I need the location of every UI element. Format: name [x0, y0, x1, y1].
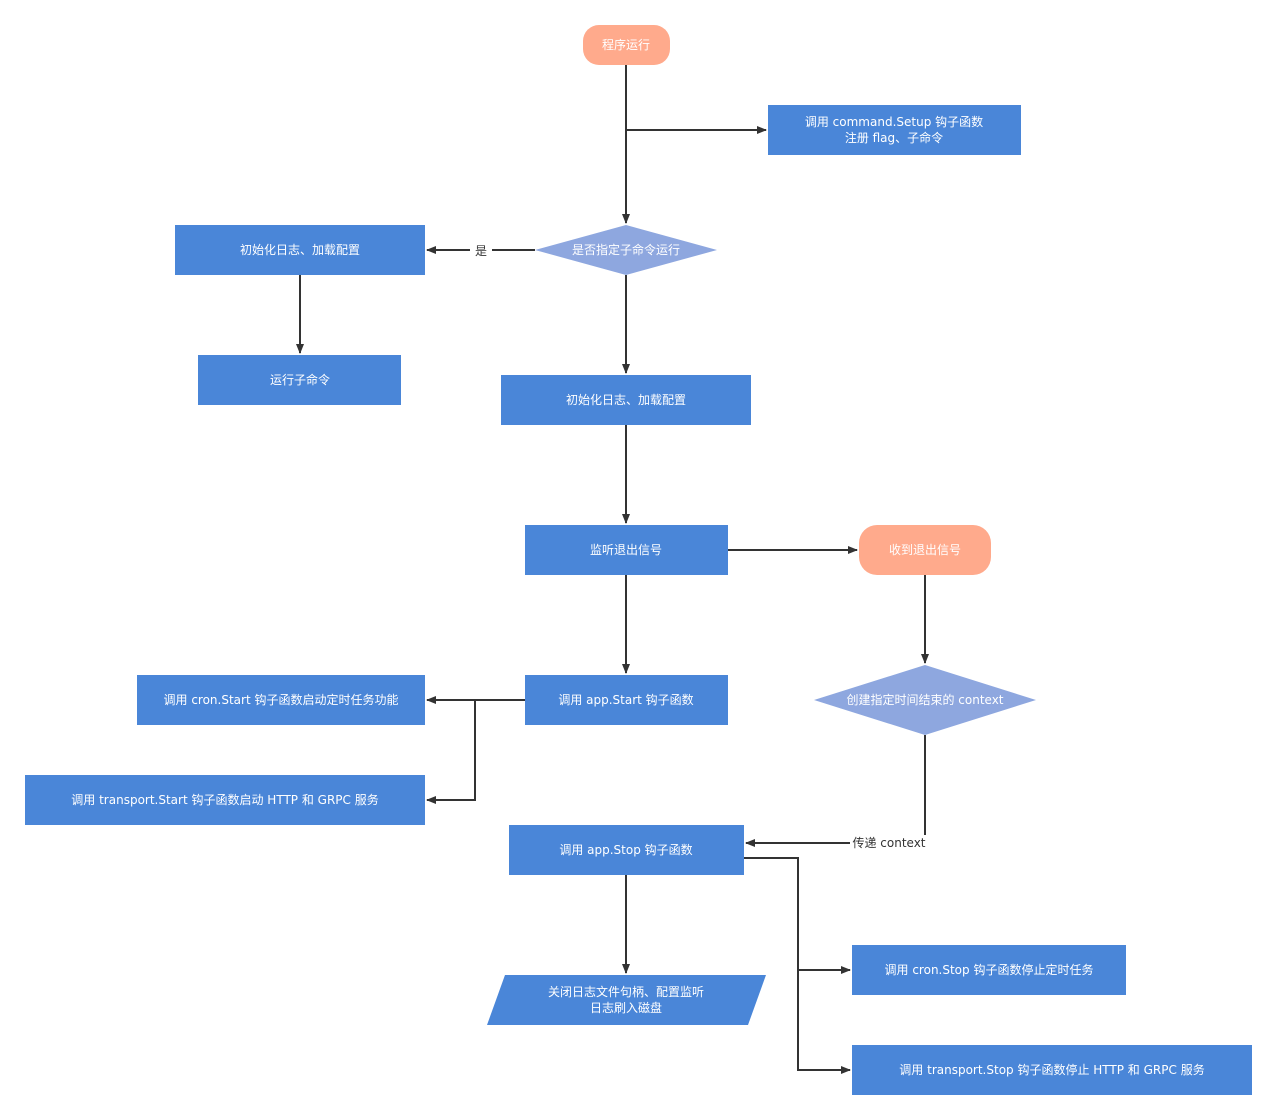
edge-app-stop-to-transport-stop: [797, 970, 851, 1074]
node-decision-subcommand: 是否指定子命令运行: [535, 225, 717, 275]
edge-label-pass-context: 传递 context: [852, 835, 925, 850]
svg-text:日志刷入磁盘: 日志刷入磁盘: [590, 1000, 662, 1015]
edge-context-to-app-stop: [745, 735, 926, 847]
node-received-signal: 收到退出信号: [859, 525, 991, 575]
node-close-logs: 关闭日志文件句柄、配置监听 日志刷入磁盘: [487, 975, 766, 1025]
svg-text:初始化日志、加载配置: 初始化日志、加载配置: [566, 393, 686, 407]
node-transport-stop: 调用 transport.Stop 钩子函数停止 HTTP 和 GRPC 服务: [852, 1045, 1252, 1095]
node-app-stop: 调用 app.Stop 钩子函数: [509, 825, 744, 875]
svg-text:监听退出信号: 监听退出信号: [590, 543, 662, 557]
node-transport-start: 调用 transport.Start 钩子函数启动 HTTP 和 GRPC 服务: [25, 775, 425, 825]
edge-labels: 是 传递 context: [470, 242, 928, 851]
svg-text:调用 command.Setup 钩子函数: 调用 command.Setup 钩子函数: [805, 114, 983, 129]
node-run-subcommand: 运行子命令: [198, 355, 401, 405]
svg-text:程序运行: 程序运行: [602, 37, 650, 52]
node-cron-start: 调用 cron.Start 钩子函数启动定时任务功能: [137, 675, 425, 725]
svg-text:创建指定时间结束的 context: 创建指定时间结束的 context: [846, 692, 1003, 707]
node-start: 程序运行: [583, 25, 670, 65]
svg-text:注册 flag、子命令: 注册 flag、子命令: [845, 130, 943, 145]
connectors: [296, 65, 929, 1074]
svg-text:调用 app.Start 钩子函数: 调用 app.Start 钩子函数: [558, 692, 693, 707]
edge-app-stop-to-cron-stop: [744, 857, 851, 974]
svg-text:初始化日志、加载配置: 初始化日志、加载配置: [240, 243, 360, 257]
node-app-start: 调用 app.Start 钩子函数: [525, 675, 728, 725]
node-cron-stop: 调用 cron.Stop 钩子函数停止定时任务: [852, 945, 1126, 995]
svg-text:调用 cron.Stop 钩子函数停止定时任务: 调用 cron.Stop 钩子函数停止定时任务: [885, 962, 1094, 977]
node-init-left: 初始化日志、加载配置: [175, 225, 425, 275]
node-create-context: 创建指定时间结束的 context: [814, 665, 1036, 735]
svg-text:调用 cron.Start 钩子函数启动定时任务功能: 调用 cron.Start 钩子函数启动定时任务功能: [164, 692, 399, 707]
edge-label-yes: 是: [475, 244, 487, 258]
svg-text:调用 transport.Start 钩子函数启动 HTTP: 调用 transport.Start 钩子函数启动 HTTP 和 GRPC 服务: [71, 792, 378, 807]
svg-text:运行子命令: 运行子命令: [270, 372, 330, 387]
node-listen-signal: 监听退出信号: [525, 525, 728, 575]
svg-text:关闭日志文件句柄、配置监听: 关闭日志文件句柄、配置监听: [548, 984, 704, 999]
svg-text:调用 transport.Stop 钩子函数停止 HTTP: 调用 transport.Stop 钩子函数停止 HTTP 和 GRPC 服务: [899, 1062, 1204, 1077]
edge-app-start-to-transport-start: [426, 700, 476, 804]
node-setup: 调用 command.Setup 钩子函数 注册 flag、子命令: [768, 105, 1021, 155]
svg-text:收到退出信号: 收到退出信号: [889, 543, 961, 557]
node-init-center: 初始化日志、加载配置: [501, 375, 751, 425]
svg-text:调用 app.Stop 钩子函数: 调用 app.Stop 钩子函数: [559, 842, 692, 857]
svg-text:是否指定子命令运行: 是否指定子命令运行: [572, 242, 680, 257]
